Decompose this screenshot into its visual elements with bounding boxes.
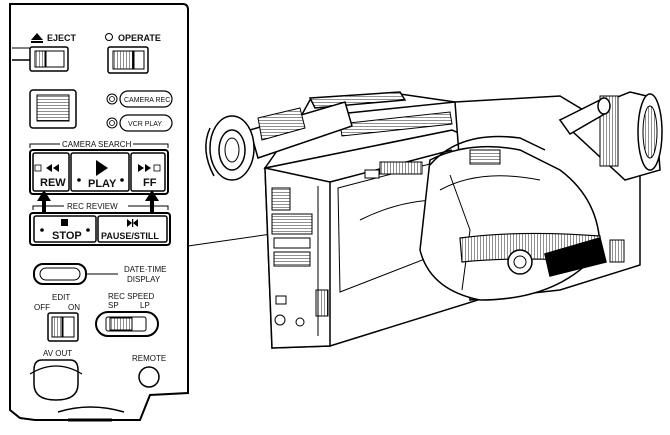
panel-bottom-tab <box>57 406 125 422</box>
pause-still-label: PAUSE/STILL <box>101 231 159 241</box>
rec-speed-label: REC SPEED <box>108 292 154 301</box>
operate-control[interactable]: OPERATE <box>105 33 161 74</box>
av-out-jack[interactable]: AV OUT <box>29 349 83 401</box>
lp-label: LP <box>140 301 150 310</box>
rec-review-group: REC REVIEW <box>32 202 169 211</box>
operate-label: OPERATE <box>118 33 161 43</box>
stop-label: STOP <box>52 230 82 242</box>
edit-label: EDIT <box>52 293 70 302</box>
vcr-play-label: VCR PLAY <box>128 121 162 128</box>
remote-label: REMOTE <box>132 354 166 363</box>
stop-icon <box>61 219 68 226</box>
av-out-label: AV OUT <box>43 349 72 358</box>
pause-still-button[interactable]: PAUSE/STILL <box>97 215 168 243</box>
rewind-icon <box>46 164 59 172</box>
sp-label: SP <box>108 301 119 310</box>
date-time-display-button[interactable]: DATE·TIME DISPLAY <box>33 263 167 285</box>
edit-switch[interactable]: EDIT OFF ON <box>34 293 80 342</box>
stop-button[interactable]: STOP <box>33 215 97 243</box>
camera-vcr-selector[interactable]: CAMERA REC VCR PLAY <box>29 89 173 132</box>
rew-label: REW <box>40 177 66 189</box>
date-time-label-line2: DISPLAY <box>127 275 161 284</box>
ff-label: FF <box>143 177 157 189</box>
rec-speed-switch[interactable]: REC SPEED SP LP <box>95 292 159 337</box>
rec-review-label: REC REVIEW <box>67 202 118 211</box>
camera-search-group: CAMERA SEARCH <box>29 140 169 149</box>
date-time-label-line1: DATE·TIME <box>124 265 167 274</box>
camera-search-label: CAMERA SEARCH <box>62 140 132 149</box>
operate-indicator <box>105 33 113 41</box>
eject-icon <box>31 33 43 40</box>
play-icon <box>96 160 108 176</box>
rew-button[interactable]: REW <box>32 152 70 192</box>
lens-and-grip: SHARP <box>419 91 663 301</box>
pause-still-icon <box>127 219 138 227</box>
camera-rec-label: CAMERA REC <box>124 97 170 104</box>
eject-label: EJECT <box>47 33 77 43</box>
edit-off-label: OFF <box>34 303 50 312</box>
edit-on-label: ON <box>68 303 80 312</box>
remote-sensor: REMOTE <box>132 354 166 388</box>
viewfinder <box>205 101 353 181</box>
play-label: PLAY <box>88 178 117 190</box>
ff-button[interactable]: FF <box>130 152 166 192</box>
play-button[interactable]: PLAY <box>70 152 130 192</box>
fast-forward-icon <box>138 164 151 172</box>
eject-control[interactable]: EJECT <box>29 33 77 72</box>
